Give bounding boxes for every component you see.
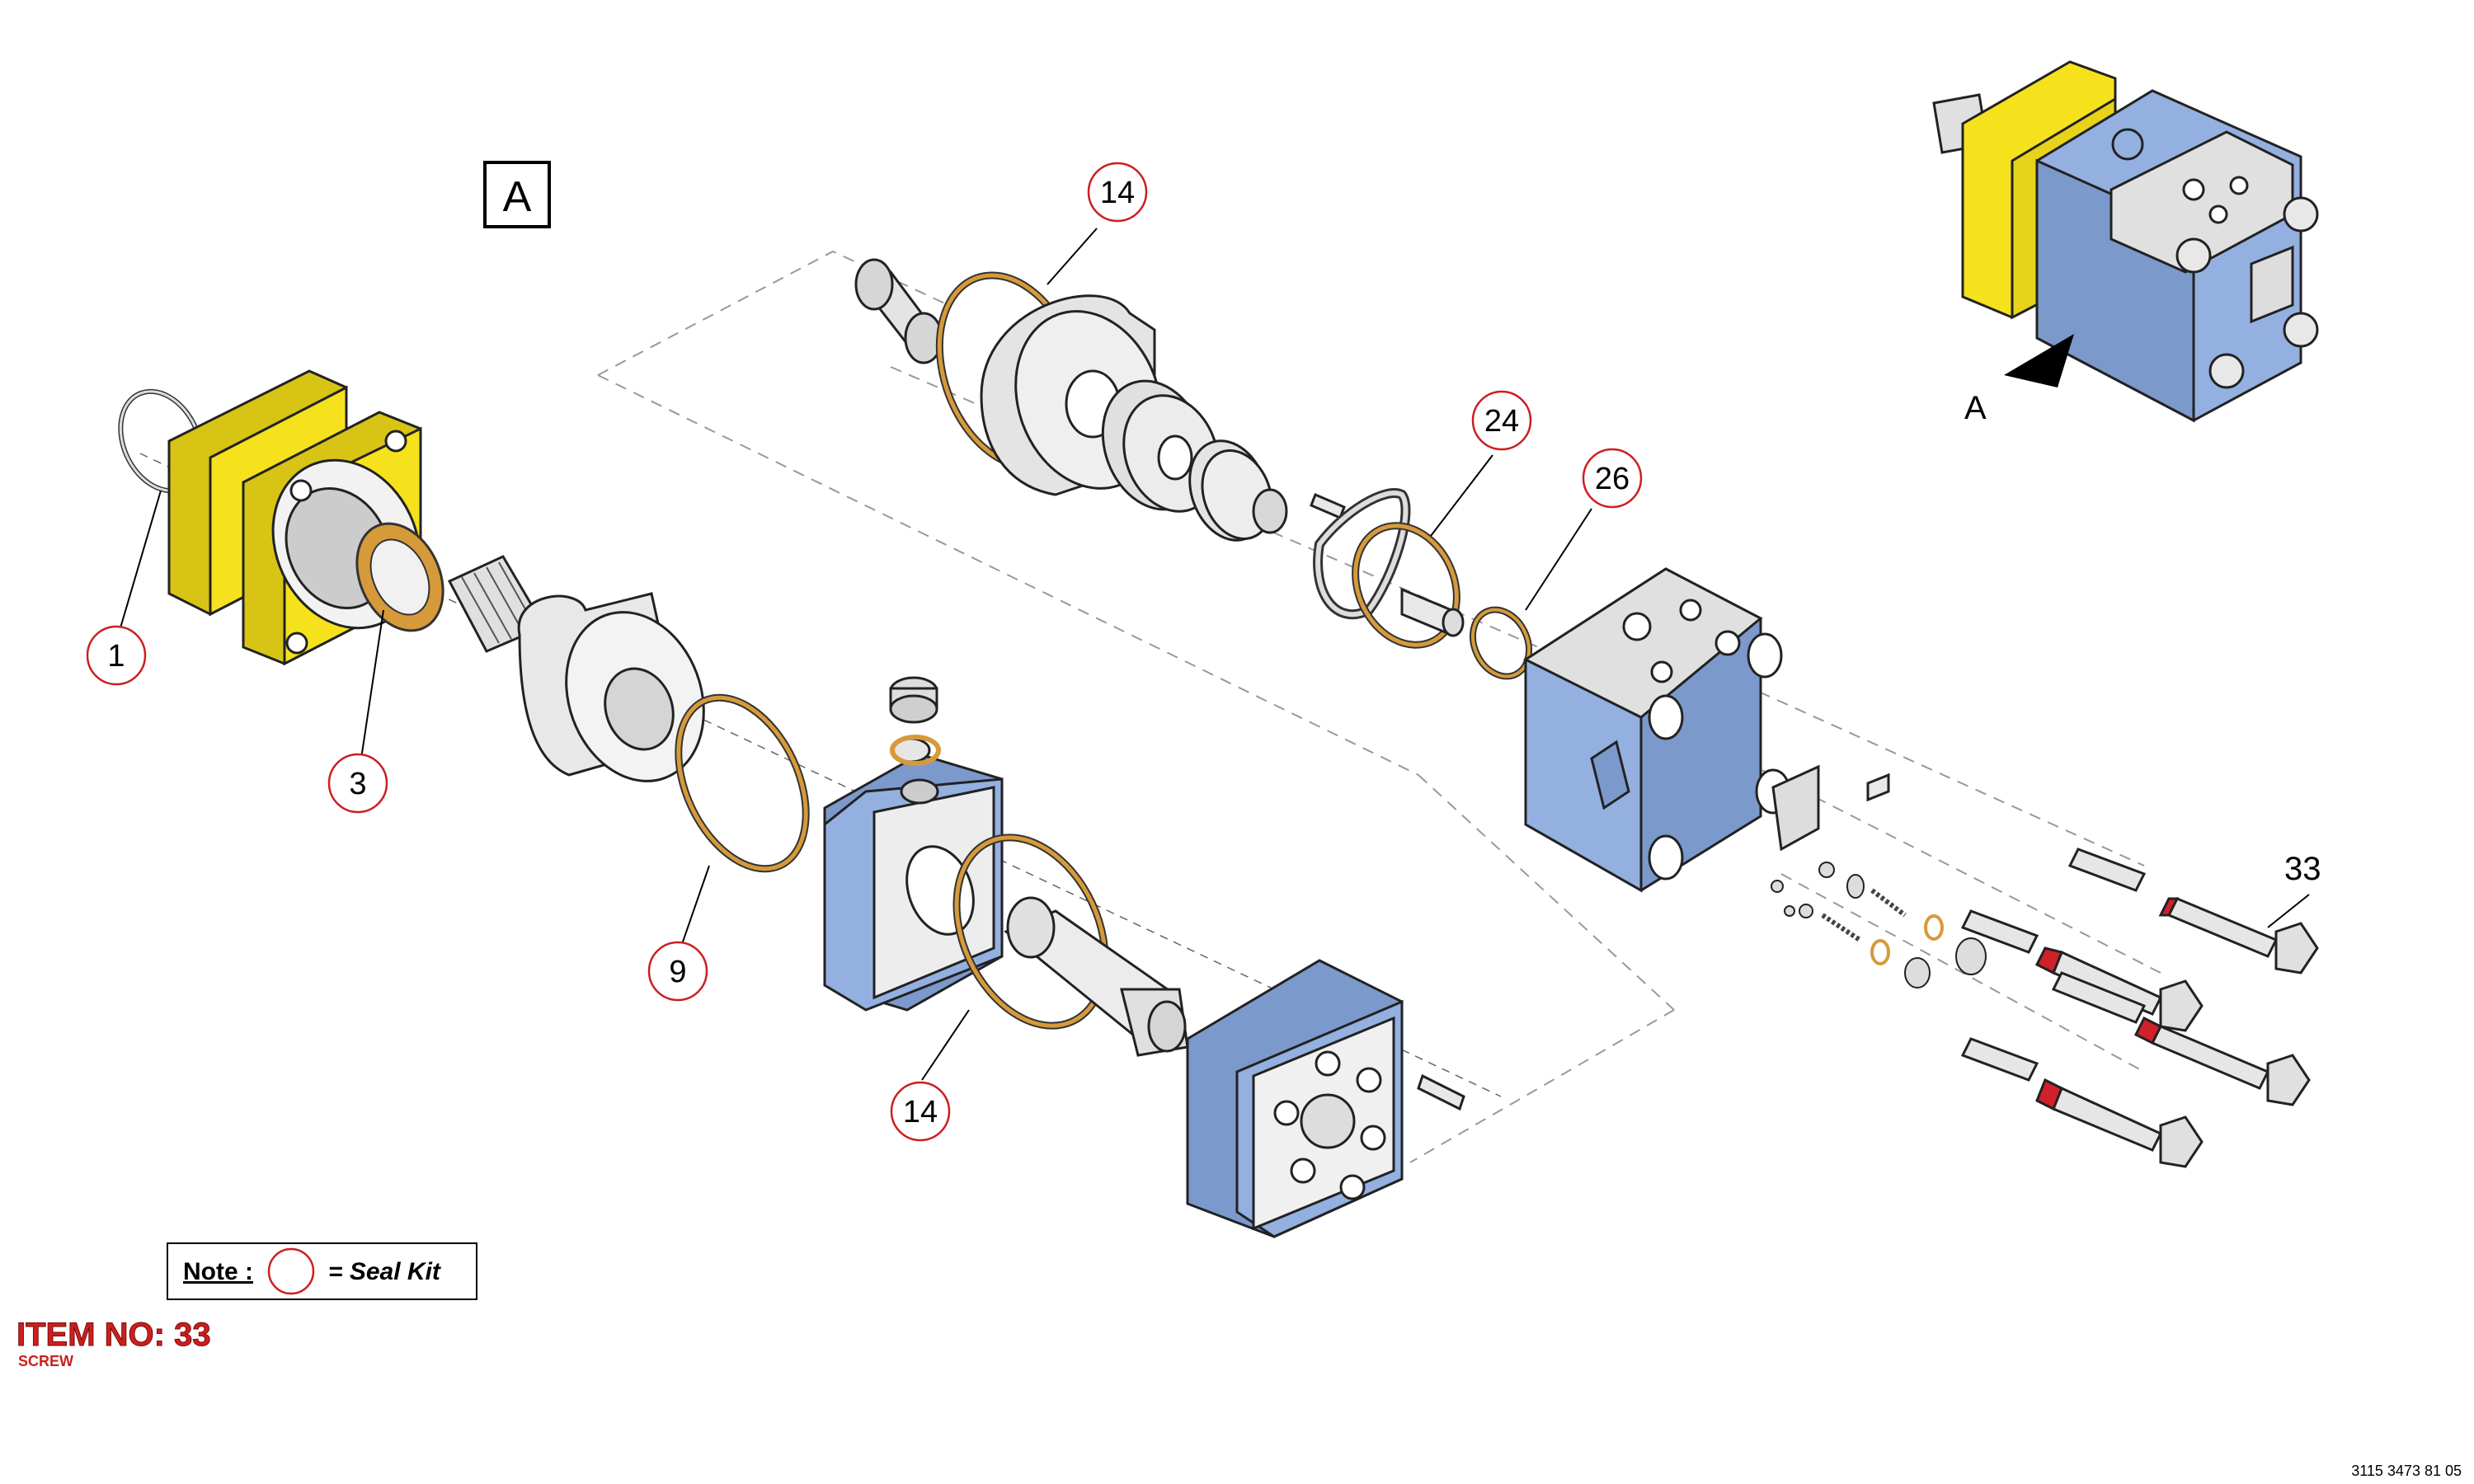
spool-pin — [1400, 587, 1465, 637]
callout-14-upper: 14 — [1087, 162, 1148, 223]
svg-text:9: 9 — [669, 955, 686, 989]
callout-1: 1 — [86, 625, 147, 686]
valve-disc — [1188, 439, 1288, 542]
screw-middle-2 — [2051, 971, 2311, 1106]
balance-plate — [1313, 488, 1411, 620]
relief-valve-parts — [1771, 862, 1987, 989]
o-ring-part-24 — [1352, 522, 1460, 649]
leader-lines — [119, 228, 2310, 1081]
document-number: 3115 3473 81 05 — [2351, 1463, 2462, 1479]
blue-end-cover — [1186, 959, 1404, 1238]
view-direction-arrow — [2004, 334, 2074, 387]
item-number: ITEM NO: 33 — [16, 1317, 211, 1353]
inset-view-label: A — [1964, 390, 1987, 426]
assembled-motor-inset — [1932, 60, 2319, 423]
screw-middle-1 — [1960, 909, 2204, 1032]
svg-text:14: 14 — [1100, 176, 1135, 210]
upper-rotor-set — [854, 258, 943, 364]
screws-part-33 — [1960, 848, 2319, 1168]
svg-text:26: 26 — [1595, 462, 1630, 496]
note-circle-symbol — [267, 1247, 315, 1295]
svg-text:14: 14 — [903, 1095, 938, 1129]
blue-intermediate-plate — [823, 753, 1004, 1012]
callout-26: 26 — [1582, 448, 1643, 509]
screw-bottom — [1960, 1037, 2204, 1168]
svg-text:3: 3 — [349, 767, 366, 801]
callout-3: 3 — [327, 753, 388, 814]
callout-14-lower: 14 — [890, 1081, 951, 1142]
plug-screw-with-washer — [889, 676, 941, 766]
o-ring-part-9 — [675, 693, 810, 873]
callout-9: 9 — [647, 941, 708, 1002]
cover-plate-small — [1771, 764, 1890, 852]
note-prefix: Note : — [183, 1258, 253, 1285]
drive-shaft-lower — [1004, 896, 1189, 1057]
svg-text:24: 24 — [1484, 404, 1519, 439]
blue-main-housing — [1522, 567, 1791, 893]
o-ring-part-26 — [1469, 606, 1533, 680]
pin-upper — [1310, 493, 1346, 519]
view-marker-box: A — [483, 161, 551, 228]
seal-kit-note: Note : = Seal Kit — [167, 1242, 477, 1300]
label-33: 33 — [2284, 851, 2321, 887]
screw-top — [2067, 848, 2319, 974]
callout-24: 24 — [1471, 390, 1532, 451]
shaft-seal-part-3 — [355, 522, 444, 632]
svg-text:1: 1 — [107, 639, 125, 674]
o-ring-part-14-lower — [952, 834, 1109, 1030]
pin-lower — [1417, 1073, 1465, 1111]
svg-text:A: A — [503, 173, 532, 221]
note-suffix: = Seal Kit — [328, 1258, 442, 1285]
item-description: SCREW — [18, 1353, 73, 1369]
output-shaft-assembly — [447, 555, 705, 782]
